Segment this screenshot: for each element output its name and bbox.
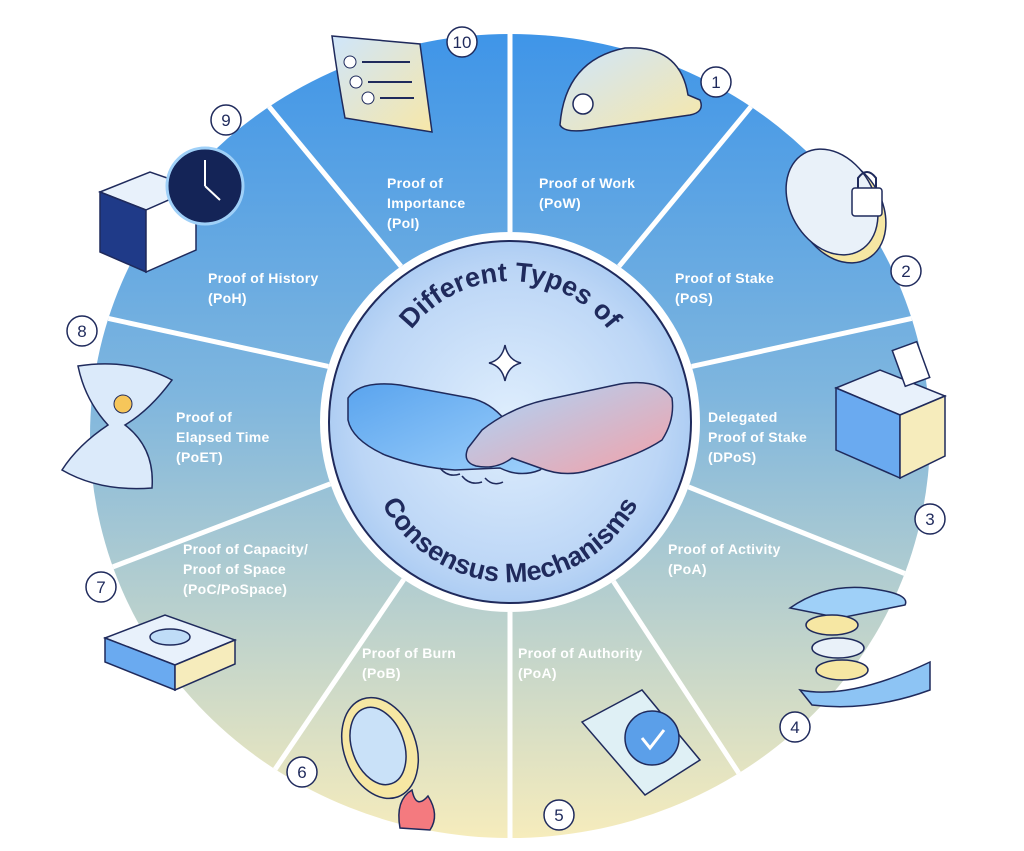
mechanism-label: Proof of Burn (PoB) bbox=[362, 645, 456, 681]
mechanism-label-line: (DPoS) bbox=[708, 449, 756, 465]
mechanism-label-line: Proof of Authority bbox=[518, 645, 643, 661]
number-badge-text: 10 bbox=[453, 33, 472, 52]
number-badge bbox=[890, 255, 922, 287]
segment-dividers bbox=[107, 34, 913, 838]
burning-coin-icon bbox=[341, 696, 436, 831]
number-badge-text: 1 bbox=[711, 73, 720, 92]
mechanism-label-line: Proof of bbox=[176, 409, 232, 425]
checklist-icon bbox=[331, 35, 433, 133]
mechanism-label-line: Proof of Activity bbox=[668, 541, 781, 557]
mechanism-label: Proof of Activity (PoA) bbox=[668, 541, 781, 577]
mechanism-label-line: Proof of Work bbox=[539, 175, 635, 191]
segment-divider bbox=[617, 105, 753, 268]
locked-coin-stack-icon bbox=[785, 148, 887, 264]
segment-divider bbox=[267, 105, 403, 268]
number-badge bbox=[914, 503, 946, 535]
segment-divider bbox=[687, 484, 906, 576]
mechanism-label-line: (PoH) bbox=[208, 290, 247, 306]
number-badge-text: 8 bbox=[77, 322, 86, 341]
mechanism-label-line: Delegated bbox=[708, 409, 778, 425]
number-badge-text: 9 bbox=[221, 111, 230, 130]
mechanism-label-line: (PoA) bbox=[518, 665, 557, 681]
mechanism-label: Proof of Work (PoW) bbox=[539, 175, 635, 211]
mechanism-label-line: Proof of Space bbox=[183, 561, 286, 577]
number-badge-text: 5 bbox=[554, 806, 563, 825]
mechanism-label: Proof of History (PoH) bbox=[208, 270, 319, 306]
number-badge bbox=[700, 66, 732, 98]
sparkle-icon bbox=[488, 344, 522, 382]
clock-cube-icon bbox=[97, 146, 245, 274]
storage-drive-icon bbox=[102, 614, 238, 692]
miner-helmet-icon bbox=[559, 47, 702, 132]
mechanism-label-line: (PoA) bbox=[668, 561, 707, 577]
mechanism-label-line: (PoI) bbox=[387, 215, 420, 231]
segment-divider bbox=[611, 579, 741, 775]
mechanism-label-line: Importance bbox=[387, 195, 465, 211]
mechanism-label-line: (PoET) bbox=[176, 449, 223, 465]
segment-labels: Proof of Work (PoW) Proof of Stake (PoS) Del… bbox=[176, 175, 807, 681]
segment-numbers: 1 2 3 4 5 6 7 8 9 10 bbox=[66, 26, 946, 831]
mechanism-label-line: Elapsed Time bbox=[176, 429, 270, 445]
number-badge bbox=[210, 104, 242, 136]
mechanism-label-line: Proof of Stake bbox=[708, 429, 807, 445]
number-badge bbox=[66, 315, 98, 347]
ballot-box-icon bbox=[834, 340, 947, 480]
mechanism-label-line: Proof of Capacity/ bbox=[183, 541, 308, 557]
mechanism-label: Proof of Importance (PoI) bbox=[387, 175, 465, 231]
number-badge-text: 3 bbox=[925, 510, 934, 529]
mechanism-label-line: Proof of History bbox=[208, 270, 319, 286]
number-badge-text: 7 bbox=[96, 578, 105, 597]
number-badge-text: 2 bbox=[901, 262, 910, 281]
number-badge bbox=[779, 711, 811, 743]
mechanism-label-line: Proof of bbox=[387, 175, 443, 191]
certificate-badge-icon bbox=[580, 689, 702, 796]
number-badge-text: 6 bbox=[297, 763, 306, 782]
segment-divider bbox=[111, 481, 332, 570]
number-badge bbox=[543, 799, 575, 831]
mechanism-label-line: Proof of Stake bbox=[675, 270, 774, 286]
hands-coins-icon bbox=[788, 586, 931, 708]
mechanism-label-line: (PoW) bbox=[539, 195, 581, 211]
segment-divider bbox=[273, 578, 406, 771]
segment-divider bbox=[107, 316, 329, 369]
number-badge bbox=[85, 571, 117, 603]
mechanism-label-line: (PoB) bbox=[362, 665, 401, 681]
number-badge bbox=[446, 26, 478, 58]
segment-divider bbox=[691, 316, 913, 369]
hourglass-icon bbox=[60, 363, 174, 490]
mechanism-label-line: Proof of Burn bbox=[362, 645, 456, 661]
mechanism-label-line: (PoC/PoSpace) bbox=[183, 581, 287, 597]
handshake-icon bbox=[347, 381, 674, 485]
mechanism-label: Proof of Capacity/Proof of Space (PoC/PoS… bbox=[183, 541, 308, 597]
mechanism-label: Proof of Authority (PoA) bbox=[518, 645, 643, 681]
mechanism-label: Proof of Elapsed Time (PoET) bbox=[176, 409, 270, 465]
number-badge bbox=[286, 756, 318, 788]
mechanism-label-line: (PoS) bbox=[675, 290, 713, 306]
mechanism-label: Proof of Stake (PoS) bbox=[675, 270, 774, 306]
number-badge-text: 4 bbox=[790, 718, 799, 737]
